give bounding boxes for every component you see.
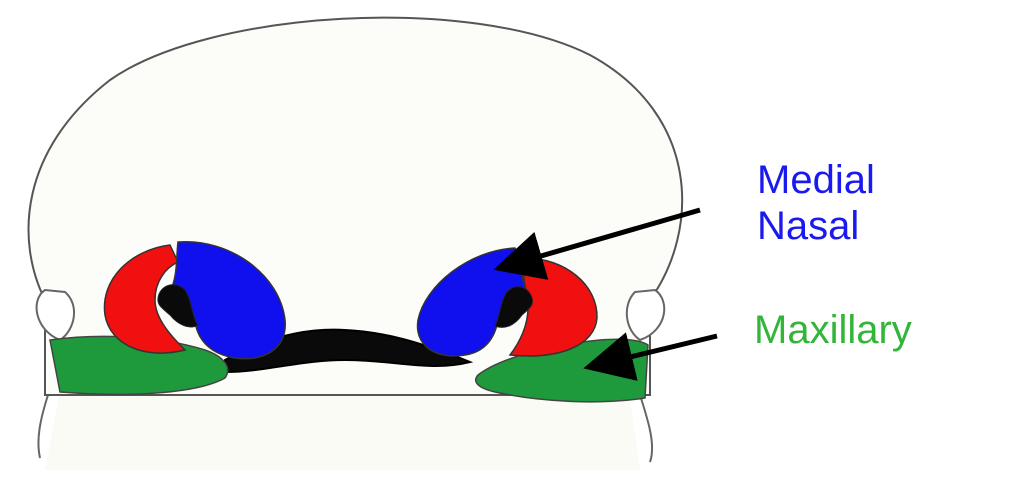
medial-nasal-label-line2: Nasal xyxy=(757,203,875,249)
maxillary-label: Maxillary xyxy=(754,307,912,353)
medial-nasal-label: Medial Nasal xyxy=(757,157,875,249)
right-side-bump xyxy=(627,290,664,340)
medial-nasal-label-line1: Medial xyxy=(757,157,875,203)
left-side-bump xyxy=(37,290,74,340)
